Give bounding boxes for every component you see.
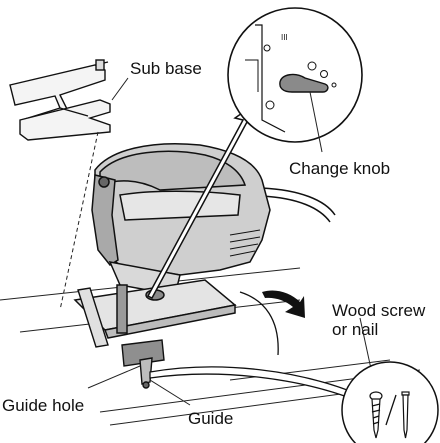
sub-base-dashed-line <box>59 131 99 311</box>
guide-leader <box>149 379 191 406</box>
rotate-arrow-icon <box>262 290 305 318</box>
wood-screw-label-line1: Wood screw <box>332 301 426 320</box>
slash-separator <box>385 394 397 426</box>
nail-icon <box>401 391 410 439</box>
guide-hole-label: Guide hole <box>2 396 85 415</box>
jigsaw-icon <box>73 142 336 339</box>
sub-base-label: Sub base <box>130 59 202 78</box>
guide-icon <box>77 287 165 389</box>
sub-base-leader <box>111 77 129 101</box>
svg-text:III: III <box>281 33 288 42</box>
sub-base-icon <box>9 59 111 141</box>
change-knob-label: Change knob <box>289 159 391 178</box>
wood-screw-label-line2: or nail <box>332 320 379 339</box>
screw-icon <box>369 391 383 439</box>
guide-curve-line <box>239 291 279 356</box>
screw-nail-detail <box>341 361 439 443</box>
change-knob-detail-icon: III <box>227 7 363 143</box>
guide-label: Guide <box>188 409 234 428</box>
guide-hole-leader <box>87 365 141 389</box>
screw-arrow <box>149 366 377 410</box>
change-knob-leader <box>309 91 323 153</box>
